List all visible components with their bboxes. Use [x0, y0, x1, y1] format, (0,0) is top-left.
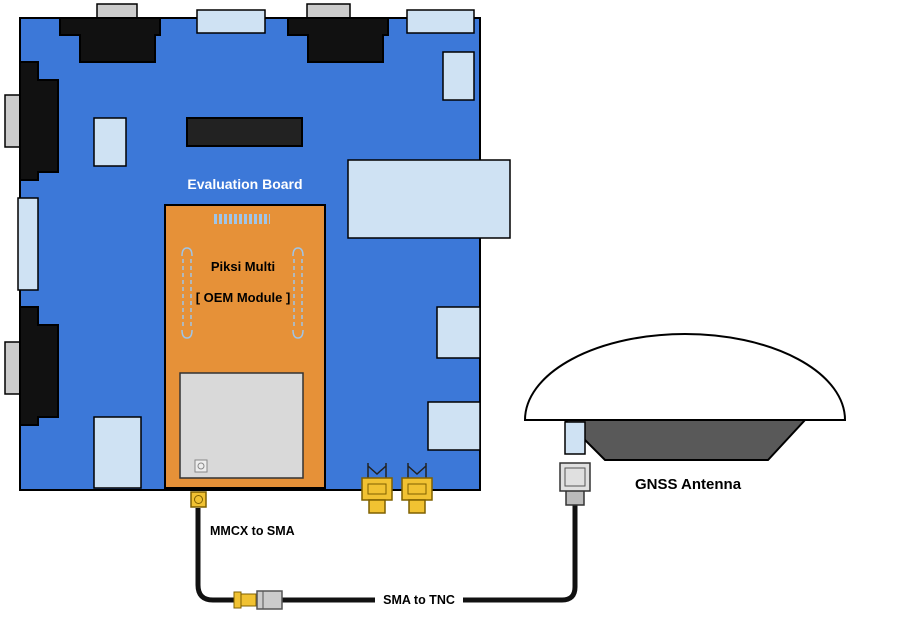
module-right-pins	[292, 247, 304, 339]
board-header-strip	[186, 117, 303, 147]
board-sma-connector-1	[361, 463, 393, 514]
cable-sma-connector	[233, 591, 257, 609]
mmcx-connector	[190, 491, 207, 508]
top-component-2	[406, 9, 475, 34]
cable-label-mmcx: MMCX to SMA	[210, 524, 295, 538]
board-label: Evaluation Board	[187, 176, 302, 192]
antenna-port	[564, 421, 586, 455]
antenna-base	[562, 419, 808, 461]
board-component-right-1	[436, 306, 481, 359]
cable-mmcx-to-sma	[195, 508, 236, 603]
top-right-connector	[287, 17, 389, 63]
antenna-connector-stem	[565, 489, 585, 506]
module-title: Piksi Multi	[211, 259, 275, 274]
chip-marker-dot	[197, 462, 205, 470]
mmcx-connector-core	[194, 495, 203, 504]
board-component-right-2	[427, 401, 481, 451]
cable-label-sma-tnc: SMA to TNC	[383, 593, 455, 607]
top-left-connector	[59, 17, 161, 63]
board-component-small	[93, 117, 127, 167]
module-left-pins	[181, 247, 193, 339]
cable-sma-to-tnc	[281, 504, 578, 603]
left-edge-component	[17, 197, 39, 291]
left-connector-2	[19, 306, 59, 426]
chip-marker	[194, 459, 208, 473]
top-component-1	[196, 9, 266, 34]
module-subtitle: [ OEM Module ]	[196, 290, 291, 305]
antenna-connector-inner	[564, 467, 586, 487]
cable-label-background	[375, 590, 463, 610]
board-component-bottom-left	[93, 416, 142, 489]
antenna-dome	[523, 333, 847, 421]
antenna-label: GNSS Antenna	[635, 476, 742, 493]
right-top-component	[442, 51, 475, 101]
board-sma-connector-2	[401, 463, 433, 514]
cable-tnc-connector	[256, 590, 283, 610]
left-connector-1	[19, 61, 59, 181]
board-large-connector	[347, 159, 511, 239]
